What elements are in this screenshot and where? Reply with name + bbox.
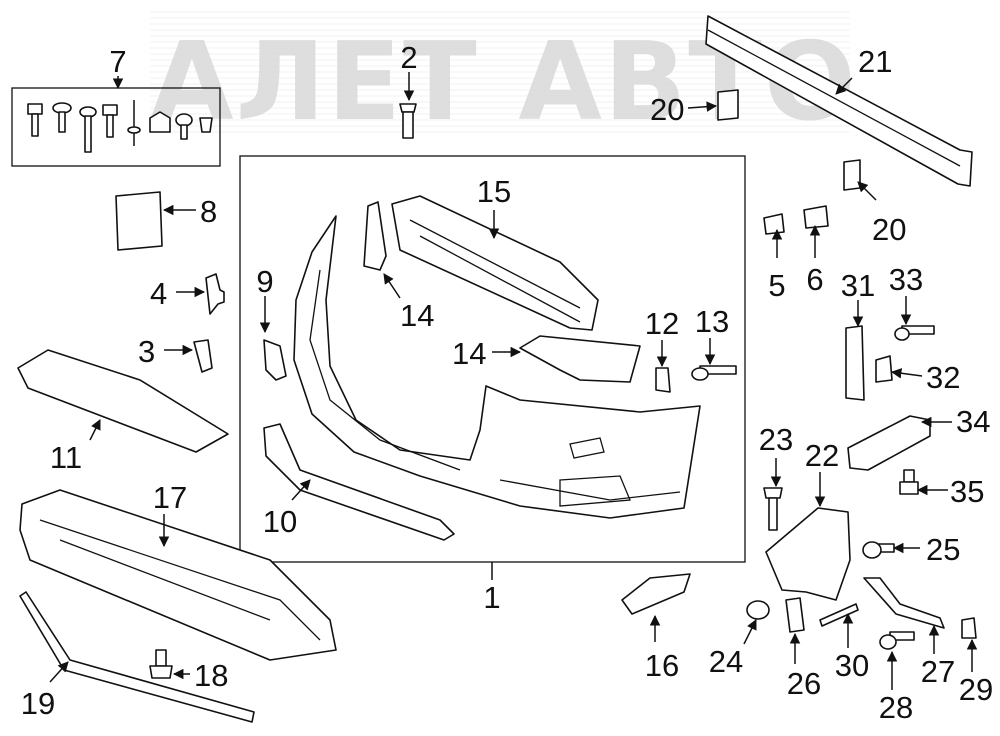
part-24-nut: [746, 600, 770, 620]
callout-8: 8: [200, 194, 217, 229]
callout-3: 3: [138, 334, 155, 369]
part-23-bolt: [763, 487, 783, 531]
part-16-cover: [621, 573, 691, 615]
callout-13: 13: [695, 304, 729, 339]
callout-labels: 7 2 20 21 8 15 20 5 6 9 4 31 33 14 12 13…: [21, 40, 993, 725]
callout-23: 23: [759, 422, 793, 457]
callout-20-lower: 20: [872, 212, 906, 247]
part-22-bracket: [765, 507, 851, 601]
part-2-bolt: [399, 103, 417, 139]
part-9-cap: [263, 339, 287, 381]
callout-16: 16: [645, 648, 679, 683]
callout-27: 27: [921, 654, 955, 689]
part-4-clip: [205, 273, 225, 315]
callout-28: 28: [879, 690, 913, 725]
callout-11: 11: [50, 440, 82, 475]
callout-32: 32: [926, 360, 960, 395]
callout-33: 33: [889, 262, 923, 297]
callout-12: 12: [645, 306, 679, 341]
callout-29: 29: [959, 672, 993, 707]
hardware-kit-items: [27, 100, 213, 153]
callout-30: 30: [835, 648, 869, 683]
part-15-grille: [391, 195, 599, 331]
part-10-absorber: [263, 423, 455, 541]
callout-34: 34: [956, 404, 990, 439]
callout-4: 4: [150, 276, 167, 311]
part-14-bracket-lower: [519, 335, 641, 383]
part-35-bolt: [899, 469, 919, 495]
part-33-screw: [894, 325, 935, 341]
part-8-seal-bag: [115, 191, 163, 251]
part-17-undertray: [19, 489, 337, 661]
part-14-bracket-upper: [363, 201, 387, 271]
callout-15: 15: [477, 174, 511, 209]
part-20-pad-lower: [843, 159, 861, 191]
part-29-clip: [961, 617, 977, 639]
part-27-strap: [863, 577, 945, 629]
callout-14-lower: 14: [452, 336, 486, 371]
callout-5: 5: [768, 268, 785, 303]
callout-22: 22: [805, 438, 839, 473]
part-28-screw: [879, 631, 915, 650]
part-13-rivet: [691, 365, 737, 381]
leader-lines: [49, 72, 978, 690]
callout-9: 9: [256, 264, 273, 299]
part-3-clip: [193, 339, 213, 373]
callout-18: 18: [194, 658, 228, 693]
part-18-bolt: [149, 649, 173, 679]
part-11-trim-strip: [17, 349, 229, 453]
part-30-bolt: [819, 603, 859, 627]
callout-25: 25: [926, 532, 960, 567]
callout-14-upper: 14: [400, 298, 434, 333]
callout-35: 35: [950, 474, 984, 509]
part-26-pad: [785, 597, 805, 633]
callout-10: 10: [263, 504, 297, 539]
part-5-clip: [763, 213, 785, 235]
part-12-clip: [655, 367, 671, 393]
part-34-bracket: [847, 415, 931, 471]
callout-20-upper: 20: [650, 92, 684, 127]
callout-1: 1: [483, 580, 500, 615]
callout-21: 21: [858, 44, 892, 79]
callout-24: 24: [709, 644, 743, 679]
part-25-bolt: [862, 541, 895, 559]
part-20-pad-upper: [717, 89, 739, 121]
callout-7: 7: [109, 44, 126, 79]
callout-19: 19: [21, 686, 55, 721]
callout-26: 26: [787, 666, 821, 701]
part-31-bracket: [845, 325, 865, 401]
callout-2: 2: [400, 40, 417, 75]
hardware-kit-box: [11, 87, 221, 167]
callout-31: 31: [841, 268, 875, 303]
callout-6: 6: [806, 262, 823, 297]
part-32-nut: [875, 355, 893, 383]
callout-17: 17: [153, 480, 187, 515]
part-6-clip: [803, 205, 829, 229]
part-1-bumper-cover: [293, 215, 701, 519]
